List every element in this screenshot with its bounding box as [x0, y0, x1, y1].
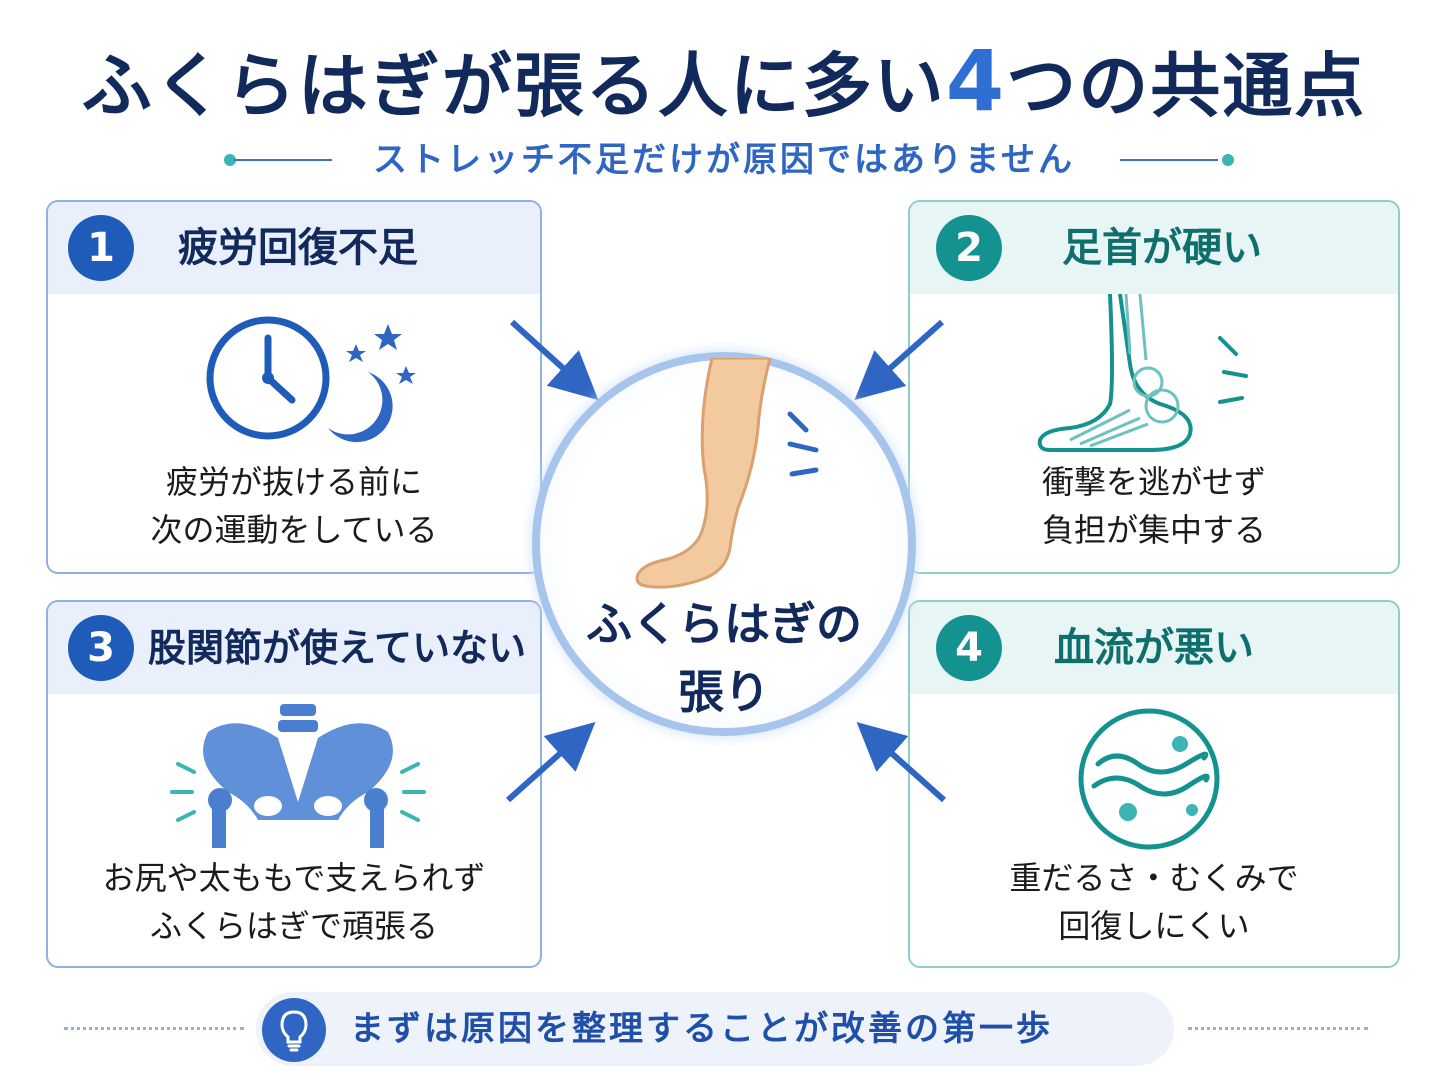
- card-4-title: 血流が悪い: [1054, 625, 1254, 671]
- card-4-header: 4 血流が悪い: [910, 602, 1398, 694]
- card-3-desc-line1: お尻や太ももで支えられず: [102, 859, 486, 897]
- card-2-header: 2 足首が硬い: [910, 202, 1398, 294]
- footer-banner: [256, 992, 1174, 1066]
- arrow-from-card-3: [506, 722, 596, 803]
- card-3-header: 3 股関節が使えていない: [48, 602, 540, 694]
- subtitle-left-line: [234, 159, 332, 161]
- card-hip-joint: 3 股関節が使えていない お尻や太ももで支えられず ふくらはぎで頑張る: [46, 600, 542, 968]
- card-4-desc-line2: 回復しにくい: [1058, 907, 1250, 945]
- card-stiff-ankle: 2 足首が硬い 衝撃を逃がせず 負担が集中する: [908, 200, 1400, 574]
- footer-right-dotted-line: [1188, 1027, 1368, 1030]
- card-2-desc-line2: 負担が集中する: [1041, 511, 1266, 549]
- pelvis-icon: [170, 704, 426, 848]
- card-2-description: 衝撃を逃がせず 負担が集中する: [910, 458, 1398, 554]
- subtitle-right-dot: [1222, 154, 1234, 166]
- card-3-desc-line2: ふくらはぎで頑張る: [149, 907, 438, 945]
- card-3-description: お尻や太ももで支えられず ふくらはぎで頑張る: [48, 854, 540, 950]
- blood-flow-icon: [1078, 708, 1220, 850]
- card-1-header: 1 疲労回復不足: [48, 202, 540, 294]
- card-1-desc-line2: 次の運動をしている: [150, 511, 438, 549]
- card-3-title: 股関節が使えていない: [148, 626, 527, 670]
- arrow-from-card-1: [509, 319, 599, 401]
- arrow-from-card-4: [856, 722, 946, 803]
- title-text-after: つの共通点: [1006, 45, 1367, 127]
- center-label-line2: 張り: [678, 665, 770, 719]
- card-1-description: 疲労が抜ける前に 次の運動をしている: [48, 458, 540, 554]
- card-1-title: 疲労回復不足: [178, 225, 418, 271]
- card-fatigue-recovery: 1 疲労回復不足 疲労が抜ける前に 次の運動をしている: [46, 200, 542, 574]
- title-text-before: ふくらはぎが張る人に多い: [81, 45, 946, 127]
- subtitle-left-dot: [224, 154, 236, 166]
- clock-moon-icon: [206, 316, 416, 443]
- card-3-number-badge: 3: [68, 615, 134, 681]
- center-label: ふくらはぎの 張り: [532, 590, 916, 726]
- arrow-from-card-2: [854, 319, 944, 400]
- card-1-desc-line1: 疲労が抜ける前に: [165, 463, 422, 501]
- subtitle-row: ストレッチ不足だけが原因ではありません: [0, 137, 1448, 183]
- card-poor-circulation: 4 血流が悪い 重だるさ・むくみで 回復しにくい: [908, 600, 1400, 968]
- subtitle-right-line: [1120, 159, 1218, 161]
- footer-left-dotted-line: [64, 1027, 244, 1030]
- card-2-title: 足首が硬い: [1062, 225, 1262, 271]
- page-title: ふくらはぎが張る人に多い4つの共通点: [0, 30, 1448, 131]
- card-2-desc-line1: 衝撃を逃がせず: [1041, 463, 1266, 501]
- leg-foot-icon: [635, 358, 819, 589]
- footer-text: まずは原因を整理することが改善の第一歩: [350, 1009, 1053, 1049]
- title-number: 4: [945, 32, 1007, 130]
- card-2-number-badge: 2: [936, 215, 1002, 281]
- subtitle: ストレッチ不足だけが原因ではありません: [373, 140, 1075, 180]
- card-1-number-badge: 1: [68, 215, 134, 281]
- lightbulb-icon: [262, 998, 326, 1062]
- card-4-number-badge: 4: [936, 615, 1002, 681]
- center-label-line1: ふくらはぎの: [586, 597, 862, 651]
- card-4-desc-line1: 重だるさ・むくみで: [1009, 859, 1299, 897]
- card-4-description: 重だるさ・むくみで 回復しにくい: [910, 854, 1398, 950]
- ankle-bones-icon: [1037, 294, 1248, 452]
